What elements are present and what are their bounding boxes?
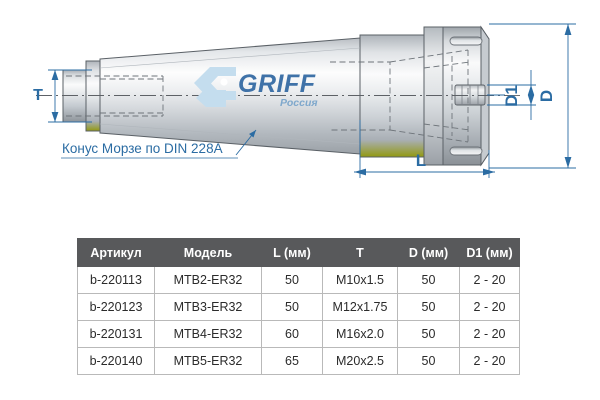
cell-diameter: 50 [397,266,460,294]
cell-model: MTB4-ER32 [154,320,262,348]
contour-lines [99,47,361,145]
hidden-collet-top [423,61,471,131]
table-row: b-220131 MTB4-ER32 60 M16x2.0 50 2 - 20 [77,320,520,348]
cell-d1: 2 - 20 [459,266,520,294]
table-row: b-220123 MTB3-ER32 50 M12x1.75 50 2 - 20 [77,293,520,321]
cell-d1: 2 - 20 [459,347,520,375]
technical-drawing: T D1 [33,23,576,178]
cell-thread: M20x2.5 [322,347,398,375]
cell-length: 60 [261,320,323,348]
dimension-T: T [33,69,92,123]
cell-length: 65 [261,347,323,375]
cell-model: MTB5-ER32 [154,347,262,375]
cell-diameter: 50 [397,347,460,375]
dimension-annotations: T D1 [33,23,576,178]
d-arrow-bottom [564,157,572,168]
table-row: b-220140 MTB5-ER32 65 M20x2.5 50 2 - 20 [77,347,520,375]
dimension-D: D [489,23,576,169]
column-header-thread: T [322,238,398,267]
nut-slot-upper [449,36,483,46]
hidden-lines [66,49,471,143]
cell-article: b-220123 [77,293,155,321]
d-arrow-top [564,24,572,35]
cell-article: b-220140 [77,347,155,375]
l-arrow-right [483,168,495,176]
cell-diameter: 50 [397,320,460,348]
dimension-D1: D1 [487,70,536,120]
d1-arrow-up [527,85,535,95]
callout-arrowhead [249,130,256,138]
l-arrow-left [354,168,366,176]
morse-taper-body [99,37,361,155]
cell-model: MTB2-ER32 [154,266,262,294]
cell-length: 50 [261,293,323,321]
table-row: b-220113 MTB2-ER32 50 M10x1.5 50 2 - 20 [77,266,520,294]
cell-diameter: 50 [397,293,460,321]
hidden-bore-step [100,78,163,114]
morse-taper-label: Конус Морзе по DIN 228A [62,141,223,156]
shank-collar [85,60,101,132]
d1-dimension-label: D1 [502,85,521,107]
cell-model: MTB3-ER32 [154,293,262,321]
column-header-d1: D1 (мм) [459,238,520,267]
cell-thread: M16x2.0 [322,320,398,348]
table-body: b-220113 MTB2-ER32 50 M10x1.5 50 2 - 20 … [77,266,520,375]
table-header: Артикул Модель L (мм) T D (мм) D1 (мм) [77,238,520,267]
column-header-length: L (мм) [261,238,323,267]
cell-length: 50 [261,266,323,294]
l-dimension-label: L [416,151,426,170]
morse-taper-callout [61,129,257,159]
table-header-row: Артикул Модель L (мм) T D (мм) D1 (мм) [77,238,520,267]
cell-d1: 2 - 20 [459,320,520,348]
column-header-article: Артикул [77,238,155,267]
nut-collar [423,26,444,166]
dimension-L: L [354,120,495,178]
d1-arrow-down [527,95,535,105]
t-dimension-label: T [33,87,43,104]
shank-tang [62,69,87,123]
cell-article: b-220131 [77,320,155,348]
holder-flange [359,34,425,158]
column-header-diameter: D (мм) [397,238,460,267]
specification-table-container: Артикул Модель L (мм) T D (мм) D1 (мм) b… [77,238,520,375]
t-arrow-up [51,70,59,80]
cell-thread: M12x1.75 [322,293,398,321]
nut-slot-lower [449,146,483,156]
tool-holder-drawing-svg: T D1 [33,23,576,178]
cell-article: b-220113 [77,266,155,294]
hidden-taper-seat [389,49,469,143]
hidden-thread-bore [66,75,163,117]
specification-table: Артикул Модель L (мм) T D (мм) D1 (мм) b… [77,238,520,375]
column-header-model: Модель [154,238,262,267]
cell-d1: 2 - 20 [459,293,520,321]
cell-thread: M10x1.5 [322,266,398,294]
d-dimension-label: D [537,90,556,102]
t-arrow-down [51,112,59,122]
